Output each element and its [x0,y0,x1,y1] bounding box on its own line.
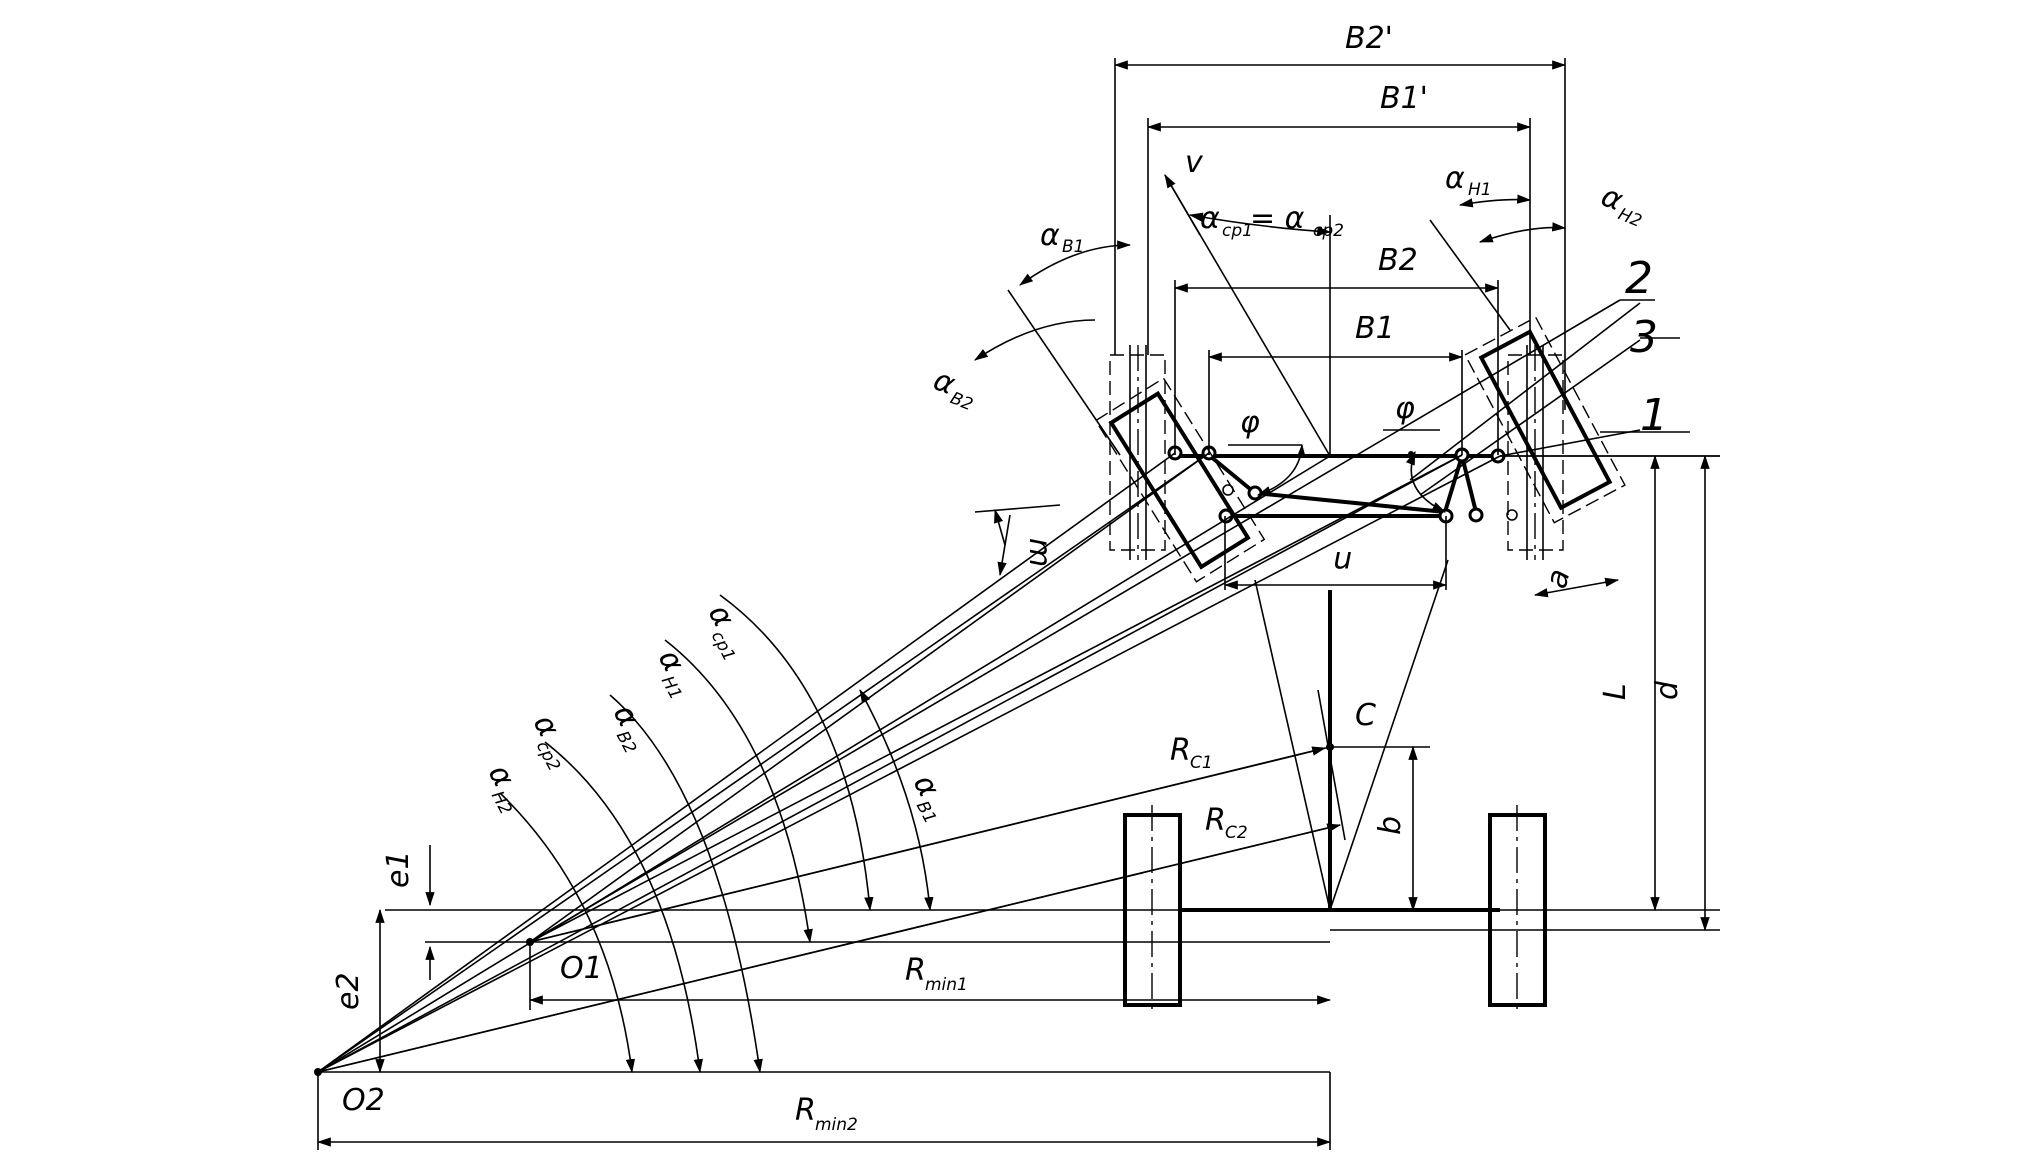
svg-text:min1: min1 [925,975,968,995]
svg-text:α: α [906,769,946,803]
label-B1: B1 [1355,311,1395,346]
label-B1-prime: B1' [1380,81,1428,116]
label-m: m [1022,538,1057,567]
label-O2: O2 [342,1083,385,1118]
label-e2: e2 [331,972,366,1010]
label-phi-right: φ [1395,391,1415,426]
svg-text:α: α [481,759,521,793]
label-acp-equality: α cp1 = α cp2 [1200,201,1344,241]
svg-text:cp2: cp2 [532,738,564,775]
rear-axle [1123,590,1547,1015]
front-linkage [1167,445,1518,524]
label-Rmin2: R min2 [795,1093,858,1135]
label-b: b [1373,816,1408,835]
bottom-angle-arcs [499,594,934,1074]
svg-text:R: R [905,953,926,988]
svg-text:C1: C1 [1190,753,1213,773]
label-B2-prime: B2' [1345,21,1393,56]
label-arc-aH2: α H2 [481,759,521,818]
label-RC2: R C2 [1205,803,1248,843]
svg-text:R: R [1170,733,1191,768]
svg-text:H2: H2 [1615,204,1644,231]
svg-text:cp1: cp1 [1222,221,1253,241]
label-aB2-top: α B2 [928,362,975,415]
label-aH2-top: α H2 [1596,179,1644,232]
label-a: a [1539,565,1578,592]
label-d: d [1650,680,1685,700]
label-3: 3 [1630,312,1658,363]
svg-text:α: α [526,709,566,743]
front-left-wheel [1094,345,1266,583]
label-arc-aB2: α B2 [606,699,646,757]
label-L: L [1598,683,1633,700]
svg-text:B2: B2 [947,388,975,415]
label-O1: O1 [560,951,603,986]
label-aH1-top: α H1 [1445,161,1492,200]
label-RC1: R C1 [1170,733,1213,773]
label-aB1-top: α B1 [1040,218,1084,257]
label-phi-left: φ [1240,405,1260,440]
svg-text:α: α [606,699,646,733]
label-C: C [1355,698,1376,733]
dimension-lines [316,60,1710,1147]
svg-text:H1: H1 [1468,180,1492,200]
svg-text:cp2: cp2 [1313,221,1344,241]
svg-text:α: α [701,599,741,633]
label-v: v [1185,145,1204,180]
svg-text:α: α [1445,161,1465,196]
svg-text:B1: B1 [1062,237,1084,257]
svg-text:α: α [651,644,691,678]
front-right-wheel [1464,316,1626,560]
label-e1: e1 [381,850,416,888]
svg-text:R: R [1205,803,1226,838]
construction-lines [315,58,1720,1150]
svg-text:α: α [1200,201,1220,236]
svg-text:C2: C2 [1225,823,1248,843]
label-2: 2 [1625,253,1653,304]
label-arc-acp1: α cp1 [701,599,741,665]
label-arc-aH1: α H1 [651,644,691,703]
svg-text:R: R [795,1093,816,1128]
svg-text:min2: min2 [815,1115,858,1135]
label-arc-aB1: α B1 [906,769,946,827]
text-labels: B2' B1' B2 B1 v α cp1 = α cp2 α B1 α B2 … [331,21,1685,1135]
label-Rmin1: R min1 [905,953,968,995]
label-n: n [1333,544,1352,579]
label-1: 1 [1640,390,1668,441]
label-B2: B2 [1378,243,1418,278]
top-angle-arcs [974,194,1567,513]
svg-text:α: α [1040,218,1060,253]
svg-text:cp1: cp1 [707,628,739,665]
svg-text:= α: = α [1250,201,1305,236]
label-arc-acp2: α cp2 [526,709,566,775]
